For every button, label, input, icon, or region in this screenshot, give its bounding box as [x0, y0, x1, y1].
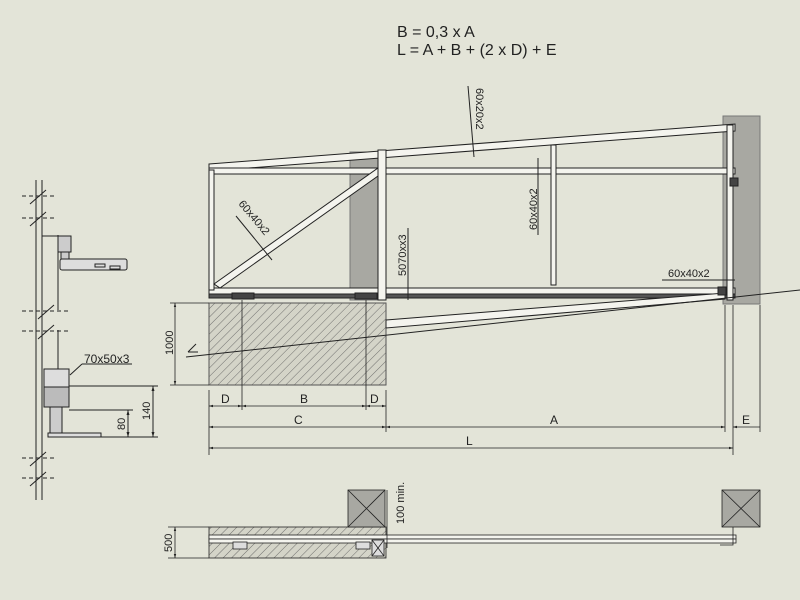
- dim-l: L: [466, 434, 473, 448]
- ground-line: [185, 289, 800, 358]
- label-top-rail: 60x20x2: [473, 88, 485, 130]
- dim-d-right: D: [370, 392, 379, 406]
- gate-frame: [208, 123, 739, 329]
- ground-symbol: [187, 343, 198, 353]
- formula-l: L = A + B + (2 x D) + E: [397, 42, 557, 59]
- dim-d-left: D: [221, 392, 230, 406]
- label-bottom-beam: 5070xx3: [397, 234, 409, 276]
- label-side-beam: 70x50x3: [84, 352, 130, 366]
- dim-100-min: 100 min.: [395, 482, 407, 524]
- dim-500: 500: [163, 534, 175, 552]
- dim-80: 80: [116, 418, 128, 430]
- foundation: [208, 302, 387, 386]
- leader-top-rail: [467, 85, 475, 158]
- dim-140: 140: [141, 402, 153, 420]
- label-diagonal: 60x40x2: [236, 198, 272, 238]
- dim-1000: 1000: [164, 331, 176, 355]
- label-middle-rail: 60x40x2: [528, 188, 540, 230]
- label-end-bracket: 60x40x2: [668, 268, 710, 280]
- dim-a: A: [550, 413, 558, 427]
- dim-c: C: [294, 413, 303, 427]
- dimension-lines: [170, 300, 761, 455]
- plan-view: [168, 489, 761, 559]
- formula-b: B = 0,3 x A: [397, 24, 475, 41]
- dim-e: E: [742, 413, 750, 427]
- side-section-detail: [22, 180, 158, 500]
- dim-b: B: [300, 392, 308, 406]
- leader-diagonal: [235, 215, 273, 261]
